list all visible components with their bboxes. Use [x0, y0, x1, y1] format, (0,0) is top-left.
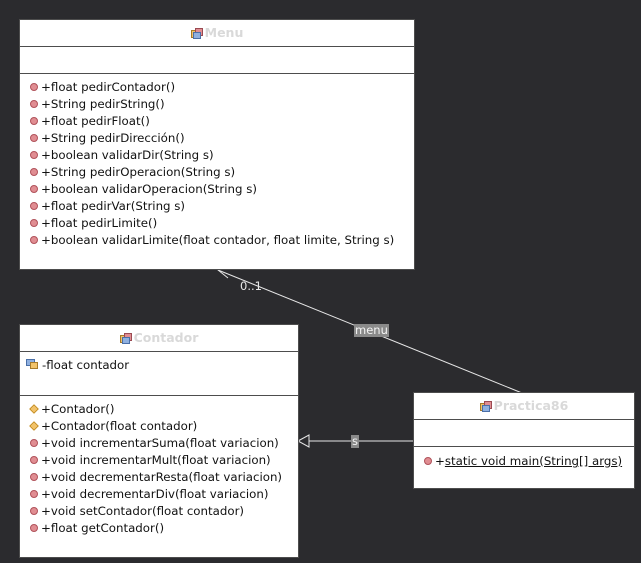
menu-multiplicity-label: 0..1: [240, 279, 262, 293]
operation-row[interactable]: +void decrementarResta(float variacion): [20, 469, 298, 486]
public-method-icon: [30, 134, 38, 142]
menu-class-header: Menu: [20, 20, 414, 47]
class-icon: [190, 22, 203, 48]
public-method-icon: [424, 457, 432, 465]
public-method-icon: [30, 202, 38, 210]
contador-class-name: Contador: [133, 330, 199, 345]
public-method-icon: [30, 490, 38, 498]
public-method-icon: [30, 117, 38, 125]
public-method-icon: [30, 219, 38, 227]
menu-class-name: Menu: [204, 25, 244, 40]
menu-attributes-section: [20, 47, 414, 74]
contador-operations-section: +Contador() +Contador(float contador) +v…: [20, 396, 298, 537]
operation-row[interactable]: +boolean validarDir(String s): [20, 147, 414, 164]
operation-row[interactable]: +float getContador(): [20, 520, 298, 537]
contador-role-label: s: [351, 434, 359, 448]
public-method-icon: [30, 473, 38, 481]
public-method-icon: [30, 168, 38, 176]
static-method-signature: static void main(String[] args): [444, 454, 623, 468]
operation-row[interactable]: +String pedirString(): [20, 96, 414, 113]
operation-row[interactable]: +Contador(): [20, 401, 298, 418]
constructor-icon: [29, 421, 39, 431]
class-icon: [479, 395, 492, 421]
public-method-icon: [30, 236, 38, 244]
menu-class[interactable]: Menu +float pedirContador() +String pedi…: [19, 19, 415, 270]
operation-row[interactable]: +Contador(float contador): [20, 418, 298, 435]
public-method-icon: [30, 524, 38, 532]
operation-row[interactable]: +void incrementarMult(float variacion): [20, 452, 298, 469]
operation-row[interactable]: +float pedirVar(String s): [20, 198, 414, 215]
operation-row[interactable]: +float pedirFloat(): [20, 113, 414, 130]
practica86-class-name: Practica86: [493, 398, 569, 413]
attribute-row[interactable]: -float contador: [20, 357, 298, 374]
constructor-icon: [29, 404, 39, 414]
practica86-class[interactable]: Practica86 +static void main(String[] ar…: [413, 392, 635, 489]
practica86-attributes-section: [414, 420, 634, 447]
class-icon: [119, 327, 132, 353]
contador-association-arrowhead: [296, 434, 310, 448]
public-method-icon: [30, 507, 38, 515]
operation-row[interactable]: +static void main(String[] args): [414, 453, 634, 470]
operation-row[interactable]: +void incrementarSuma(float variacion): [20, 435, 298, 452]
public-method-icon: [30, 100, 38, 108]
operation-row[interactable]: +String pedirOperacion(String s): [20, 164, 414, 181]
public-method-icon: [30, 185, 38, 193]
operation-row[interactable]: +float pedirLimite(): [20, 215, 414, 232]
contador-class[interactable]: Contador -float contador +Contador() +Co…: [19, 324, 299, 558]
menu-operations-section: +float pedirContador() +String pedirStri…: [20, 74, 414, 249]
operation-row[interactable]: +boolean validarLimite(float contador, f…: [20, 232, 414, 249]
practica86-operations-section: +static void main(String[] args): [414, 447, 634, 470]
menu-role-label: menu: [354, 323, 389, 337]
public-method-icon: [30, 456, 38, 464]
contador-attributes-section: -float contador: [20, 352, 298, 396]
public-method-icon: [30, 151, 38, 159]
contador-class-header: Contador: [20, 325, 298, 352]
private-field-icon: [26, 357, 38, 369]
operation-row[interactable]: +void decrementarDiv(float variacion): [20, 486, 298, 503]
public-method-icon: [30, 439, 38, 447]
operation-row[interactable]: +String pedirDirección(): [20, 130, 414, 147]
practica86-class-header: Practica86: [414, 393, 634, 420]
operation-row[interactable]: +float pedirContador(): [20, 79, 414, 96]
operation-row[interactable]: +boolean validarOperacion(String s): [20, 181, 414, 198]
operation-row[interactable]: +void setContador(float contador): [20, 503, 298, 520]
public-method-icon: [30, 83, 38, 91]
